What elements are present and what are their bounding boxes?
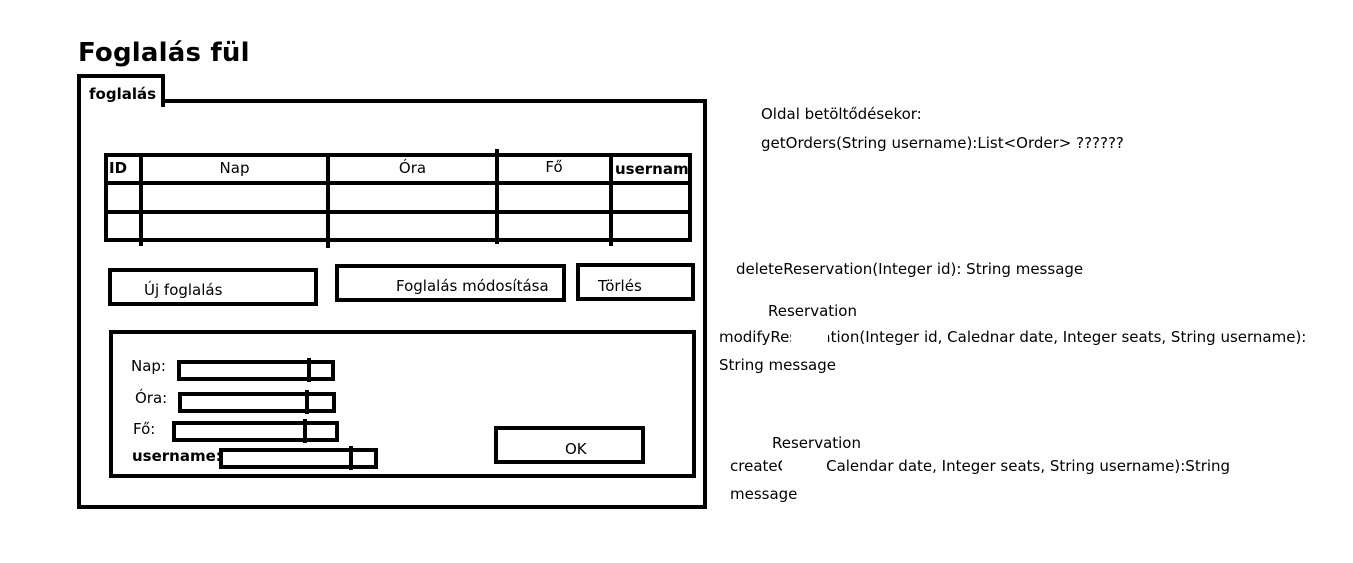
reservation-form: Nap: Óra: Fő: username: OK (109, 330, 696, 478)
table-border-bottom (104, 238, 692, 242)
ok-button[interactable]: OK (494, 426, 645, 464)
tab-label: foglalás (89, 85, 157, 103)
table-header-separator (104, 181, 692, 185)
modify-reservation-button[interactable]: Foglalás módosítása (335, 264, 566, 302)
modify-reservation-label: Foglalás módosítása (396, 277, 549, 295)
modify-overlay-label: Reservation (768, 302, 857, 320)
new-reservation-button[interactable]: Új foglalás (108, 268, 318, 306)
modify-method-line1: modifyReservation(Integer id, Calednar d… (719, 328, 1307, 346)
correction-mask (791, 325, 828, 345)
delete-method: deleteReservation(Integer id): String me… (736, 260, 1084, 278)
table-col-sep (609, 153, 613, 246)
fo-label: Fő: (133, 420, 156, 438)
table-col-sep (326, 153, 330, 248)
delete-label: Törlés (598, 277, 642, 295)
create-method-line1: createOrder(Calendar date, Integer seats… (730, 457, 1231, 475)
username-label: username: (132, 447, 222, 465)
table-border-left (104, 153, 108, 242)
main-panel (77, 99, 707, 509)
reservations-table: ID Nap Óra Fő username (104, 149, 692, 248)
ok-label: OK (565, 440, 587, 458)
table-border-right (688, 153, 692, 242)
correction-mask (782, 455, 827, 475)
table-row[interactable] (108, 214, 688, 238)
new-reservation-label: Új foglalás (144, 281, 223, 299)
delete-button[interactable]: Törlés (576, 263, 695, 301)
table-col-sep (139, 153, 143, 246)
column-header-username: username (615, 160, 689, 178)
table-row[interactable] (108, 185, 688, 210)
text-caret (305, 390, 309, 414)
column-header-ora: Óra (398, 159, 427, 177)
table-border-top (104, 153, 692, 157)
text-caret (307, 358, 311, 382)
username-input[interactable] (219, 446, 378, 470)
onload-title: Oldal betöltődésekor: (761, 105, 922, 123)
column-header-nap: Nap (219, 159, 250, 177)
tab-foglalas[interactable]: foglalás (77, 74, 165, 107)
column-header-fo: Fő (545, 158, 563, 176)
ora-input[interactable] (178, 390, 336, 414)
fo-input[interactable] (172, 419, 339, 443)
create-method-line2: message (730, 485, 798, 503)
table-col-sep (495, 149, 499, 244)
text-caret (349, 446, 353, 470)
ora-label: Óra: (135, 389, 168, 407)
table-row-separator (104, 210, 692, 214)
create-overlay-label: Reservation (772, 434, 861, 452)
modify-method-line2: String message (719, 356, 836, 374)
page-title: Foglalás fül (78, 38, 250, 68)
text-caret (303, 419, 307, 443)
nap-label: Nap: (131, 357, 166, 375)
nap-input[interactable] (177, 358, 335, 382)
column-header-id: ID (109, 159, 128, 177)
onload-method: getOrders(String username):List<Order> ?… (761, 134, 1124, 152)
